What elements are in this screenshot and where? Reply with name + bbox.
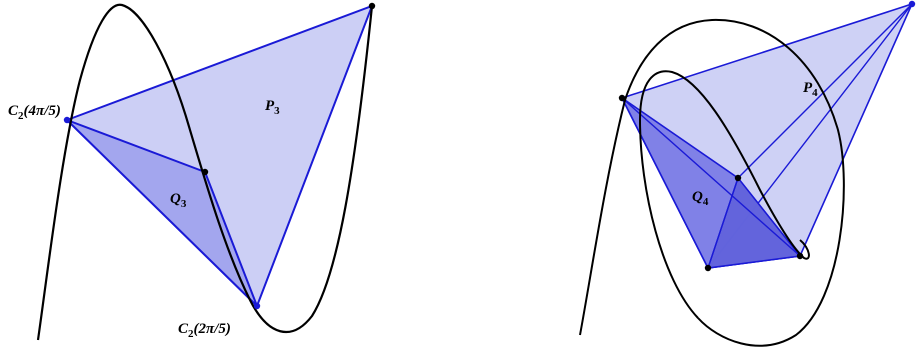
vertex-right-top [908,0,916,8]
polygon-q3 [66,119,258,307]
left-panel: P3 Q3 C2(4π/5) C2(2π/5) [8,2,376,341]
vertex-c2-2pi5 [253,302,261,310]
curve-right-inner [638,70,810,319]
label-p3: P3 [265,98,280,117]
vertex-right-left [618,94,626,102]
vertex-right-inner [734,174,742,182]
label-q4: Q4 [692,189,709,208]
label-p4: P4 [803,80,818,99]
q4-diagonal-2 [707,177,739,269]
curve-left [36,3,374,341]
label-c2-4pi5: C2(4π/5) [8,103,61,122]
right-panel: P4 Q4 [579,0,916,347]
label-c2-2pi5: C2(2π/5) [178,321,231,340]
vertex-top-left [368,2,376,10]
fan-line-2 [737,3,913,179]
vertex-c2-4pi5 [63,116,71,124]
curve-right-outer [579,18,845,347]
q4-diagonal-1 [621,97,801,257]
label-q3: Q3 [170,191,187,210]
vertex-right-bottom-left [704,264,712,272]
vertex-right-bottom-right [796,252,804,260]
vertex-inner-left [201,168,209,176]
